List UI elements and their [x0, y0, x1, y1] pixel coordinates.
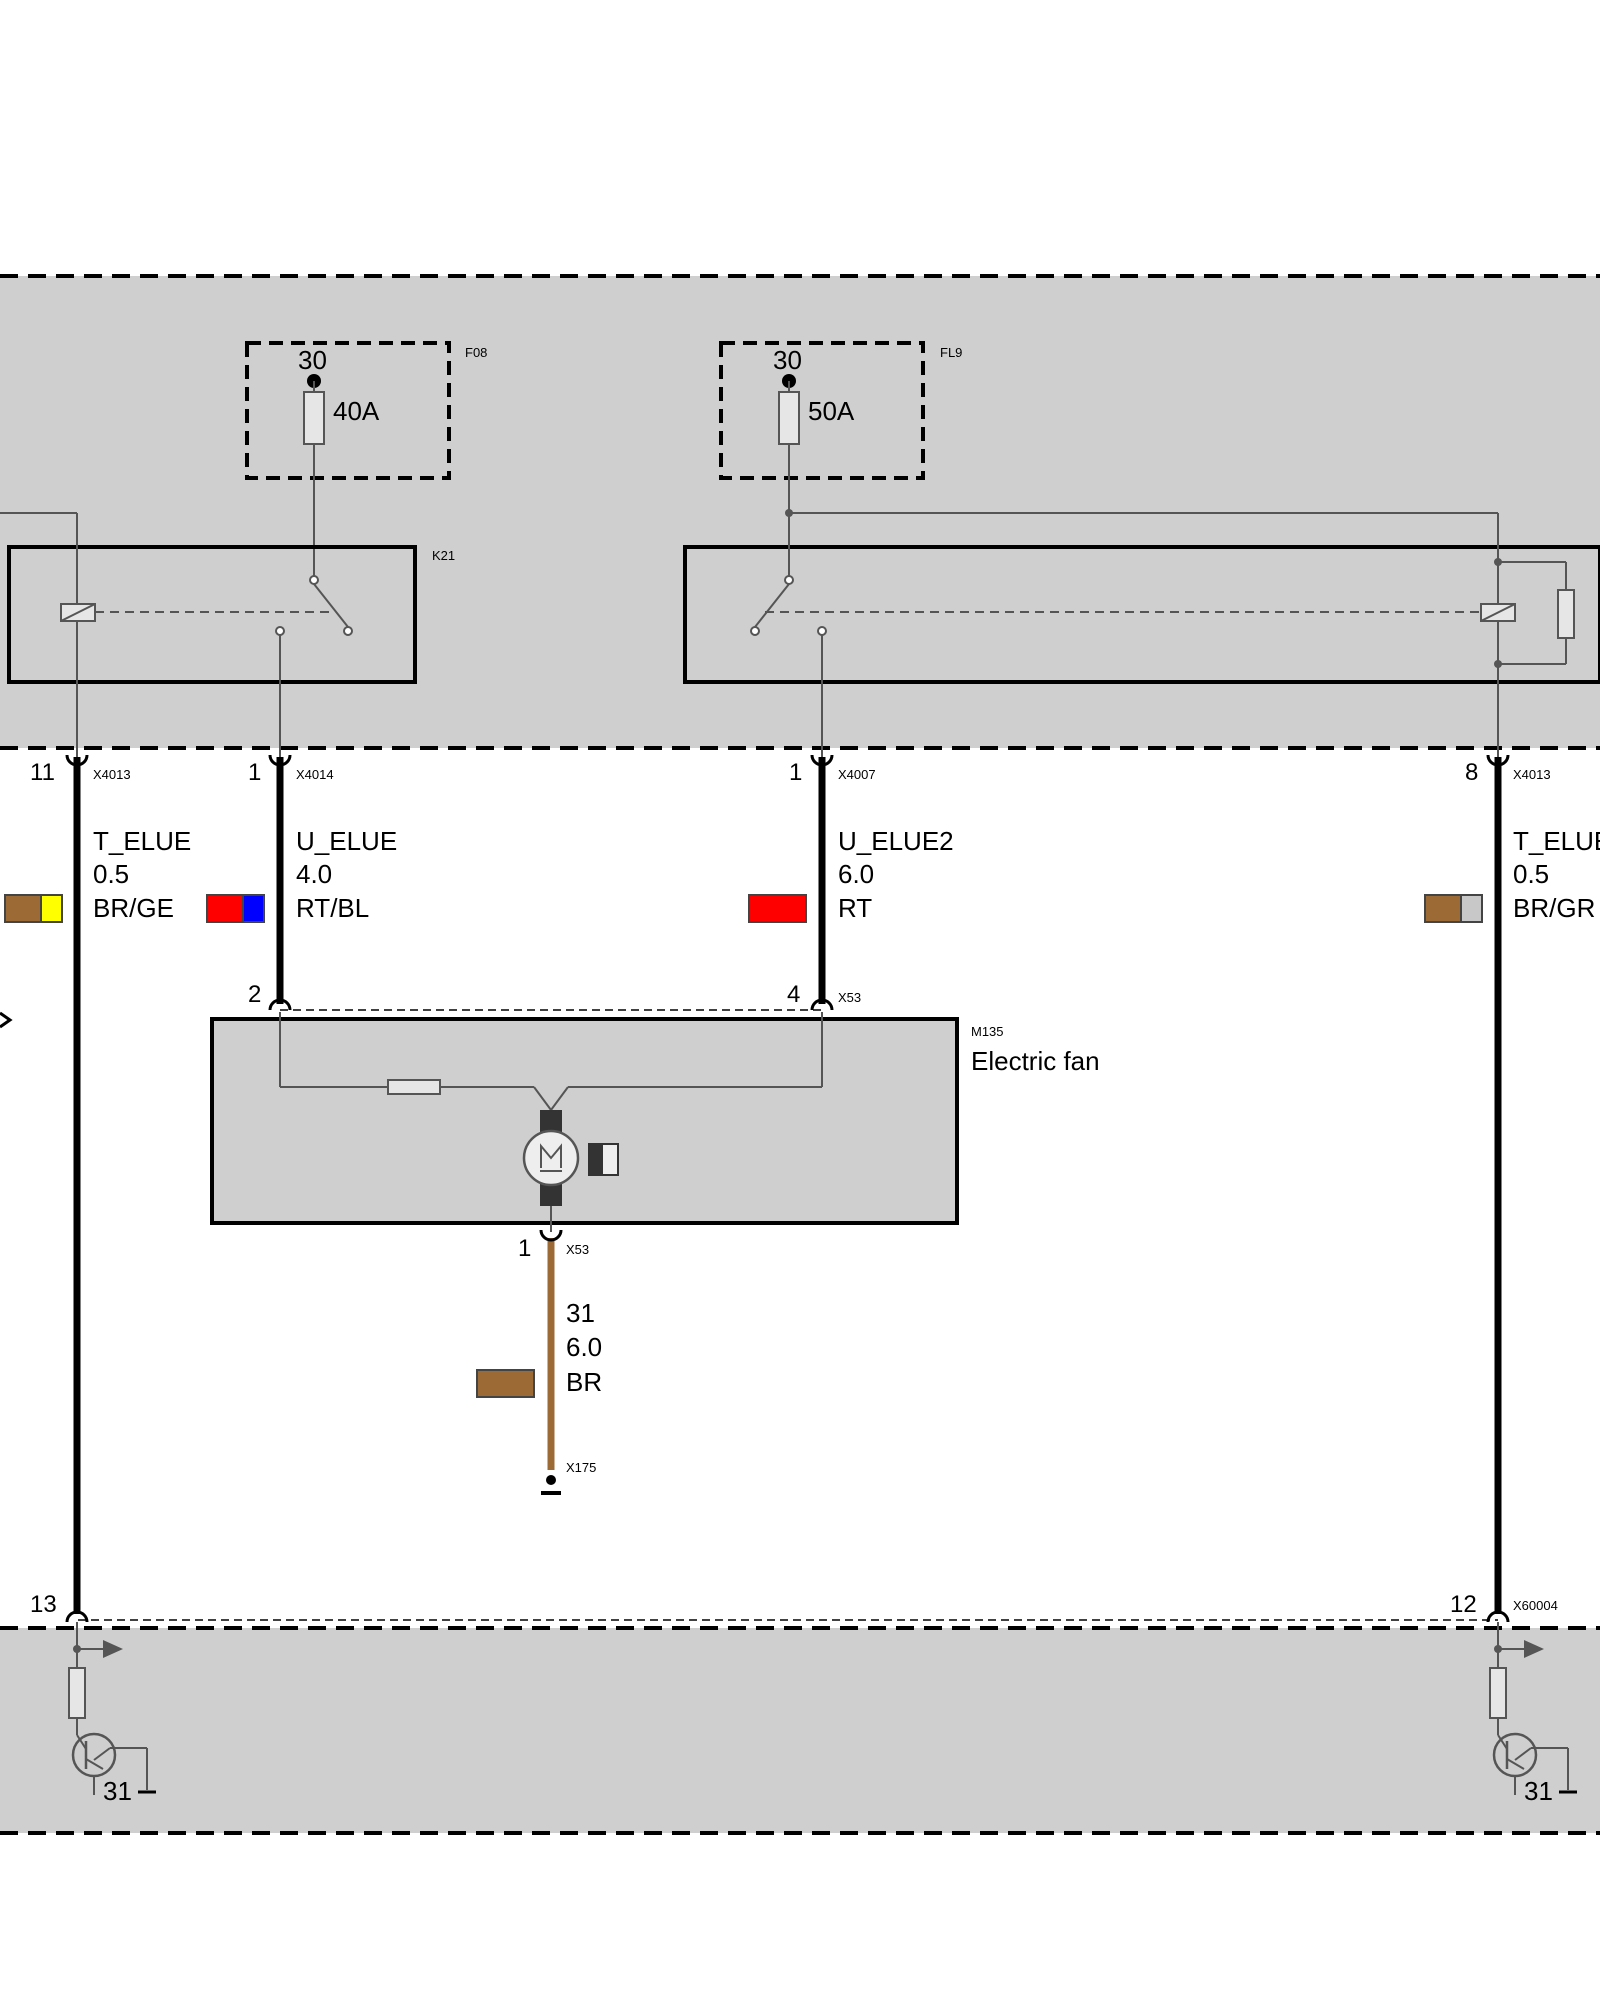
- pin-number: 4: [787, 981, 800, 1008]
- wire-label-u-elue2: U_ELUE2 6.0 RT: [748, 826, 954, 923]
- connector-tag: X4013: [1513, 767, 1551, 782]
- fuse-f08: [245, 341, 451, 584]
- relay-k21: [0, 512, 417, 757]
- fan-name: Electric fan: [971, 1046, 1100, 1076]
- fuse-fl9-tag: FL9: [940, 345, 962, 360]
- wire-color-code: RT: [838, 893, 872, 923]
- connector-markers: [65, 754, 1510, 1623]
- wire-label-t-elue-right: T_ELUE 0.5 BR/GR: [1424, 826, 1600, 923]
- fuse-fl9-rating: 50A: [808, 396, 855, 426]
- electric-fan-m135: [210, 1012, 959, 1232]
- pin-number: 1: [789, 759, 802, 786]
- wire-label-t-elue-left: T_ELUE 0.5 BR/GE: [4, 826, 191, 923]
- wire-gauge: 4.0: [296, 859, 332, 889]
- pin-number: 11: [30, 759, 55, 786]
- connector-tag: X53: [838, 990, 861, 1005]
- relay-k21-tag: K21: [432, 548, 455, 563]
- pin-number: 1: [518, 1235, 531, 1262]
- connector-tag: X60004: [1513, 1598, 1558, 1613]
- ground-point-icon: [541, 1475, 561, 1495]
- wire-signal: U_ELUE2: [838, 826, 954, 856]
- wire-signal: 31: [566, 1298, 595, 1328]
- wire-color-code: BR/GE: [93, 893, 174, 923]
- relay-right: [683, 512, 1600, 757]
- wire-gauge: 0.5: [93, 859, 129, 889]
- connector-tag: X4013: [93, 767, 131, 782]
- connector-tag: X53: [566, 1242, 589, 1257]
- ground-terminal: 31: [1524, 1776, 1553, 1806]
- transistor-driver-left: [68, 1622, 156, 1795]
- ground-tag: X175: [566, 1460, 596, 1475]
- fuse-f08-terminal: 30: [298, 345, 327, 375]
- wire-signal: T_ELUE: [93, 826, 191, 856]
- fuse-f08-tag: F08: [465, 345, 487, 360]
- pin-number: 8: [1465, 759, 1478, 786]
- connector-tag: X4007: [838, 767, 876, 782]
- wire-color-code: BR/GR: [1513, 893, 1595, 923]
- wire-gauge: 0.5: [1513, 859, 1549, 889]
- pin-number: 2: [248, 981, 261, 1008]
- pin-number: 13: [30, 1591, 57, 1618]
- fuse-fl9-terminal: 30: [773, 345, 802, 375]
- pin-number: 12: [1450, 1591, 1477, 1618]
- offpage-arrow-icon: [0, 1011, 13, 1029]
- transistor-driver-right: [1489, 1622, 1577, 1795]
- ground-terminal: 31: [103, 1776, 132, 1806]
- wire-signal: T_ELUE: [1513, 826, 1600, 856]
- wire-gauge: 6.0: [838, 859, 874, 889]
- fuse-fl9: [719, 341, 925, 584]
- pin-number: 1: [248, 759, 261, 786]
- fan-tag: M135: [971, 1024, 1004, 1039]
- connector-tag: X4014: [296, 767, 334, 782]
- wire-gauge: 6.0: [566, 1332, 602, 1362]
- wire-color-code: BR: [566, 1367, 602, 1397]
- wire-label-ground-31: 31 6.0 BR: [476, 1298, 602, 1398]
- bottom-control-module: [0, 1628, 1600, 1833]
- wire-color-code: RT/BL: [296, 893, 369, 923]
- wire-signal: U_ELUE: [296, 826, 397, 856]
- fuse-f08-rating: 40A: [333, 396, 380, 426]
- wire-label-u-elue: U_ELUE 4.0 RT/BL: [206, 826, 397, 923]
